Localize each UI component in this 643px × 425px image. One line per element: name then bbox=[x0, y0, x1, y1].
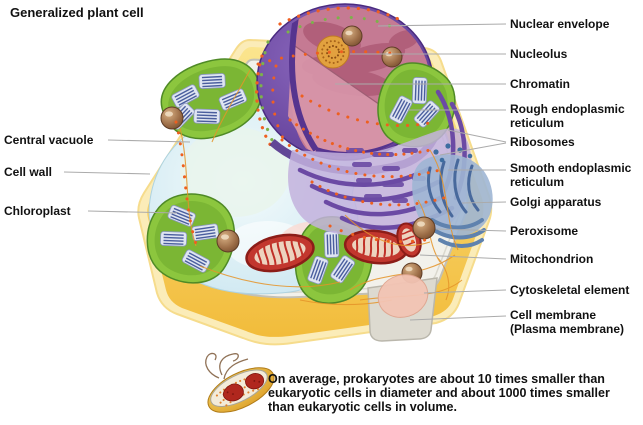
peroxisome-graphic bbox=[160, 25, 436, 284]
label-ribosomes: Ribosomes bbox=[510, 135, 575, 149]
prokaryote-nucleoid bbox=[222, 383, 244, 402]
mitochondrion-graphic-1 bbox=[245, 233, 315, 273]
label-cytoskeletal-element: Cytoskeletal element bbox=[510, 283, 630, 297]
prokaryote-graphic bbox=[205, 352, 275, 413]
label-nucleolus: Nucleolus bbox=[510, 47, 568, 61]
label-chromatin: Chromatin bbox=[510, 77, 570, 91]
nuclear-envelope-dots bbox=[255, 6, 406, 148]
chloroplast-graphic-left bbox=[146, 193, 236, 284]
label-mitochondrion: Mitochondrion bbox=[510, 252, 594, 266]
prokaryote-caption: On average, prokaryotes are about 10 tim… bbox=[268, 372, 610, 414]
label-peroxisome: Peroxisome bbox=[510, 224, 579, 238]
ribosome-dots bbox=[174, 50, 452, 246]
label-rough-er: Rough endoplasmic reticulum bbox=[510, 102, 625, 130]
nucleolus-graphic bbox=[316, 35, 350, 69]
chloroplast-graphic-upper-left bbox=[160, 58, 262, 140]
golgi-apparatus-graphic bbox=[430, 218, 486, 248]
label-central-vacuole: Central vacuole bbox=[4, 133, 94, 147]
label-smooth-er: Smooth endoplasmic reticulum bbox=[510, 161, 632, 189]
label-golgi-apparatus: Golgi apparatus bbox=[510, 195, 602, 209]
golgi-stack-bars bbox=[346, 148, 426, 203]
label-cell-wall: Cell wall bbox=[4, 165, 53, 179]
figure-title: Generalized plant cell bbox=[10, 5, 144, 20]
cytoskeletal-element-graphic bbox=[377, 274, 429, 318]
label-cell-membrane: Cell membrane (Plasma membrane) bbox=[510, 308, 625, 336]
label-chloroplast: Chloroplast bbox=[4, 204, 71, 218]
leader-lines bbox=[63, 23, 507, 321]
label-nuclear-envelope: Nuclear envelope bbox=[510, 17, 610, 31]
